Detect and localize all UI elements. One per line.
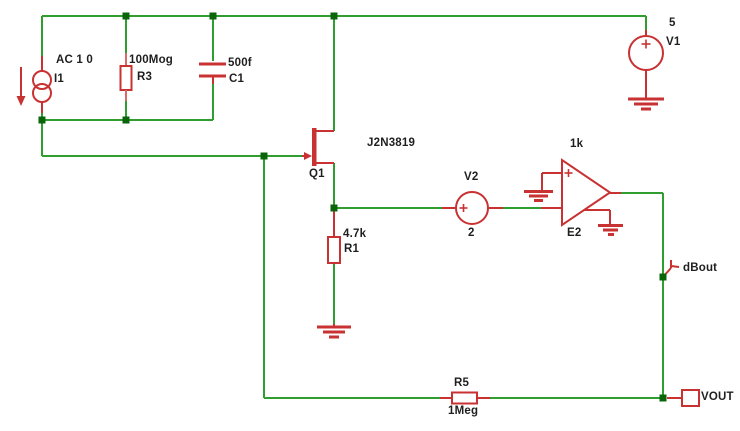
e2-gain-label: 1k (570, 138, 584, 150)
resistor-r3-symbol (119, 53, 133, 101)
gate-arrow-icon (304, 152, 312, 160)
voltage-source-v1-symbol (628, 30, 664, 98)
r3-name-label: R3 (137, 71, 153, 83)
resistor-r5-symbol (440, 391, 490, 405)
ground-icon-v1 (628, 97, 664, 111)
ground-icon-e2-input (524, 190, 553, 202)
vout-port-symbol (667, 389, 700, 407)
v1-name-label: V1 (666, 36, 681, 48)
r1-name-label: R1 (344, 243, 360, 255)
arrow-down-icon (16, 96, 26, 106)
v2-value-label: 2 (468, 227, 475, 239)
r3-value-label: 100Mog (129, 54, 174, 66)
capacitor-c1-symbol (199, 62, 226, 84)
voltage-source-v2-symbol (442, 191, 503, 225)
vcvs-e2-symbol (524, 158, 623, 236)
ground-icon-e2-output (598, 224, 623, 236)
v1-value-label: 5 (669, 17, 676, 29)
r5-name-label: R5 (454, 377, 470, 389)
dbout-net-label: dBout (683, 262, 718, 274)
i1-value-label: AC 1 0 (56, 54, 93, 66)
r5-value-label: 1Meg (448, 405, 479, 417)
vout-port-label: VOUT (701, 391, 734, 403)
v2-name-label: V2 (464, 171, 479, 183)
resistor-r1-symbol (327, 210, 341, 264)
current-source-i1-symbol (16, 56, 52, 113)
e2-name-label: E2 (567, 227, 582, 239)
q1-name-label: Q1 (309, 168, 325, 180)
r1-value-label: 4.7k (343, 228, 367, 240)
wires (41, 15, 665, 399)
c1-value-label: 500f (228, 57, 252, 69)
ground-icon-r1 (317, 324, 351, 339)
jfet-q1-symbol (302, 128, 334, 166)
junction-dots (38, 12, 667, 402)
q1-model-label: J2N3819 (367, 137, 416, 149)
i1-name-label: I1 (54, 73, 64, 85)
c1-name-label: C1 (229, 73, 245, 85)
